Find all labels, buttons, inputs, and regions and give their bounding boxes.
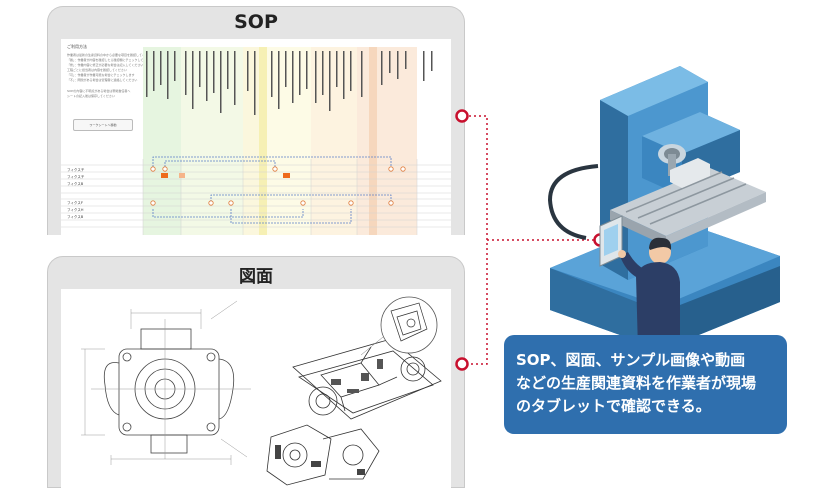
sop-row-label: フィクスチ [67, 175, 85, 179]
sop-row-label: フィクスB [67, 182, 84, 186]
milling-machine-illustration [547, 66, 780, 350]
sop-instruction-line: 「確」：作業者が内容を確認したら確認欄にチェックしてください [67, 58, 156, 62]
sop-row-label: フィクスF [67, 201, 83, 205]
sop-row-label: フィクスB [67, 215, 84, 219]
sop-grid-illustration [61, 47, 451, 235]
sop-instruction-line: 「可」：作業者が作業可能な場合にチェックします [67, 73, 135, 77]
worksheet-button[interactable]: ワークシートへ移動 [73, 119, 133, 131]
sop-instruction-line: シートの記入後は保存してください [67, 94, 115, 98]
sop-instruction-line: 作業者は最新の生産資料の中から必要な項目を確認してください [67, 53, 154, 57]
sop-instruction-line: 「不」：問題がある場合は管理者に連絡してください [67, 78, 138, 82]
caption-line: SOP、図面、サンプル画像や動画 [516, 351, 746, 369]
sop-row-label: フィクスH [67, 208, 84, 212]
sop-screen[interactable]: ご利用方法 作業者は最新の生産資料の中から必要な項目を確認してください 「確」：… [61, 39, 451, 235]
caption-line: のタブレットで確認できる。 [516, 397, 711, 415]
sop-instruction-line: 「修」：作業内容に修正が必要な場合は記入してください [67, 63, 144, 67]
sop-instruction-line: 工程ごとに担当者は内容を確認してください [67, 68, 127, 72]
caption-box: SOP、図面、サンプル画像や動画 などの生産関連資料を作業者が現場 のタブレット… [504, 335, 787, 434]
drawing-tablet: 図面 [47, 256, 465, 489]
sop-row-label: フィクスチ [67, 168, 85, 172]
drawing-screen[interactable] [61, 289, 451, 489]
caption-line: などの生産関連資料を作業者が現場 [516, 374, 757, 392]
sop-title: SOP [234, 11, 278, 33]
sop-tablet: SOP ご利用方法 作業者は最新の生産資料の中から必要な項目を確認してください … [47, 6, 465, 235]
technical-drawing-illustration [81, 296, 442, 486]
drawing-title: 図面 [239, 267, 273, 287]
sop-instructions-title: ご利用方法 [67, 44, 87, 49]
sop-instruction-line: SOPの内容に不明点がある場合は現場責任者へ [67, 89, 131, 93]
